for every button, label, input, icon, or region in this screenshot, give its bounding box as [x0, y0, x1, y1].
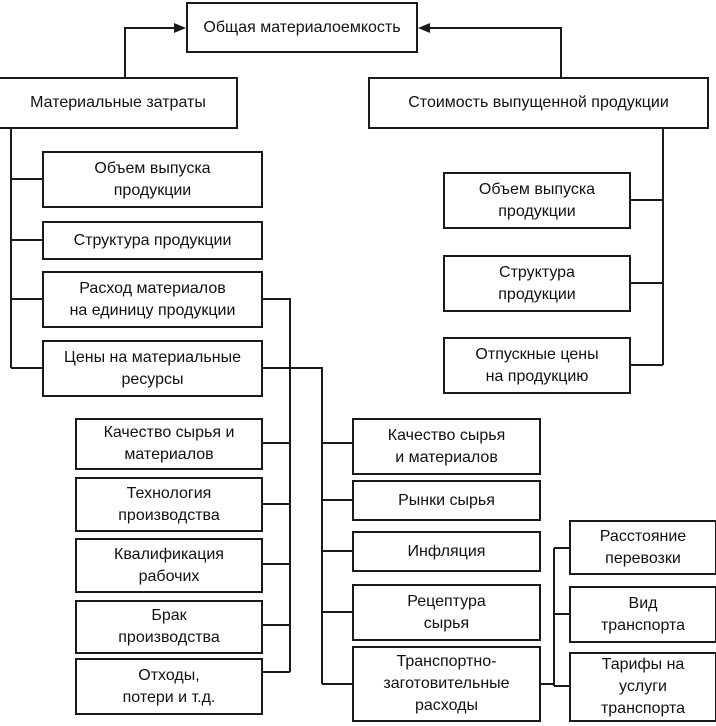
- price-factor-transport-costs: Транспортно- заготовительные расходы: [352, 646, 541, 722]
- price-spine: [262, 367, 323, 684]
- price-factor-recipe: Рецептура сырья: [352, 584, 541, 641]
- transport-factor-type: Вид транспорта: [569, 586, 716, 643]
- transport-factor-distance: Расстояние перевозки: [569, 520, 716, 575]
- right-item-product-structure: Структура продукции: [443, 255, 631, 312]
- price-factor-inflation: Инфляция: [352, 531, 541, 572]
- consumption-factor-defects: Брак производства: [75, 600, 263, 654]
- arrow-right-to-root: [428, 27, 562, 77]
- price-factor-raw-quality: Качество сырья и материалов: [352, 418, 541, 475]
- consumption-factor-qualification: Квалификация рабочих: [75, 538, 263, 593]
- consumption-factor-raw-quality: Качество сырья и материалов: [75, 418, 263, 470]
- left-item-product-structure: Структура продукции: [42, 221, 263, 260]
- left-branch-title: Материальные затраты: [0, 77, 238, 129]
- left-item-material-prices: Цены на материальные ресурсы: [42, 340, 263, 397]
- arrowhead-right: [418, 23, 430, 33]
- arrow-left-to-root: [124, 27, 176, 77]
- right-item-output-volume: Объем выпуска продукции: [443, 172, 631, 229]
- price-factor-raw-markets: Рынки сырья: [352, 480, 541, 521]
- root-node: Общая материалоемкость: [186, 2, 418, 53]
- consumption-spine: [262, 298, 291, 672]
- consumption-factor-waste: Отходы, потери и т.д.: [75, 658, 263, 715]
- right-item-selling-prices: Отпускные цены на продукцию: [443, 337, 631, 394]
- arrowhead-left: [174, 23, 186, 33]
- consumption-factor-technology: Технология производства: [75, 477, 263, 532]
- transport-factor-tariffs: Тарифы на услуги транспорта: [569, 652, 716, 722]
- left-item-material-consumption: Расход материалов на единицу продукции: [42, 271, 263, 328]
- right-branch-title: Стоимость выпущенной продукции: [368, 77, 709, 129]
- left-item-output-volume: Объем выпуска продукции: [42, 151, 263, 208]
